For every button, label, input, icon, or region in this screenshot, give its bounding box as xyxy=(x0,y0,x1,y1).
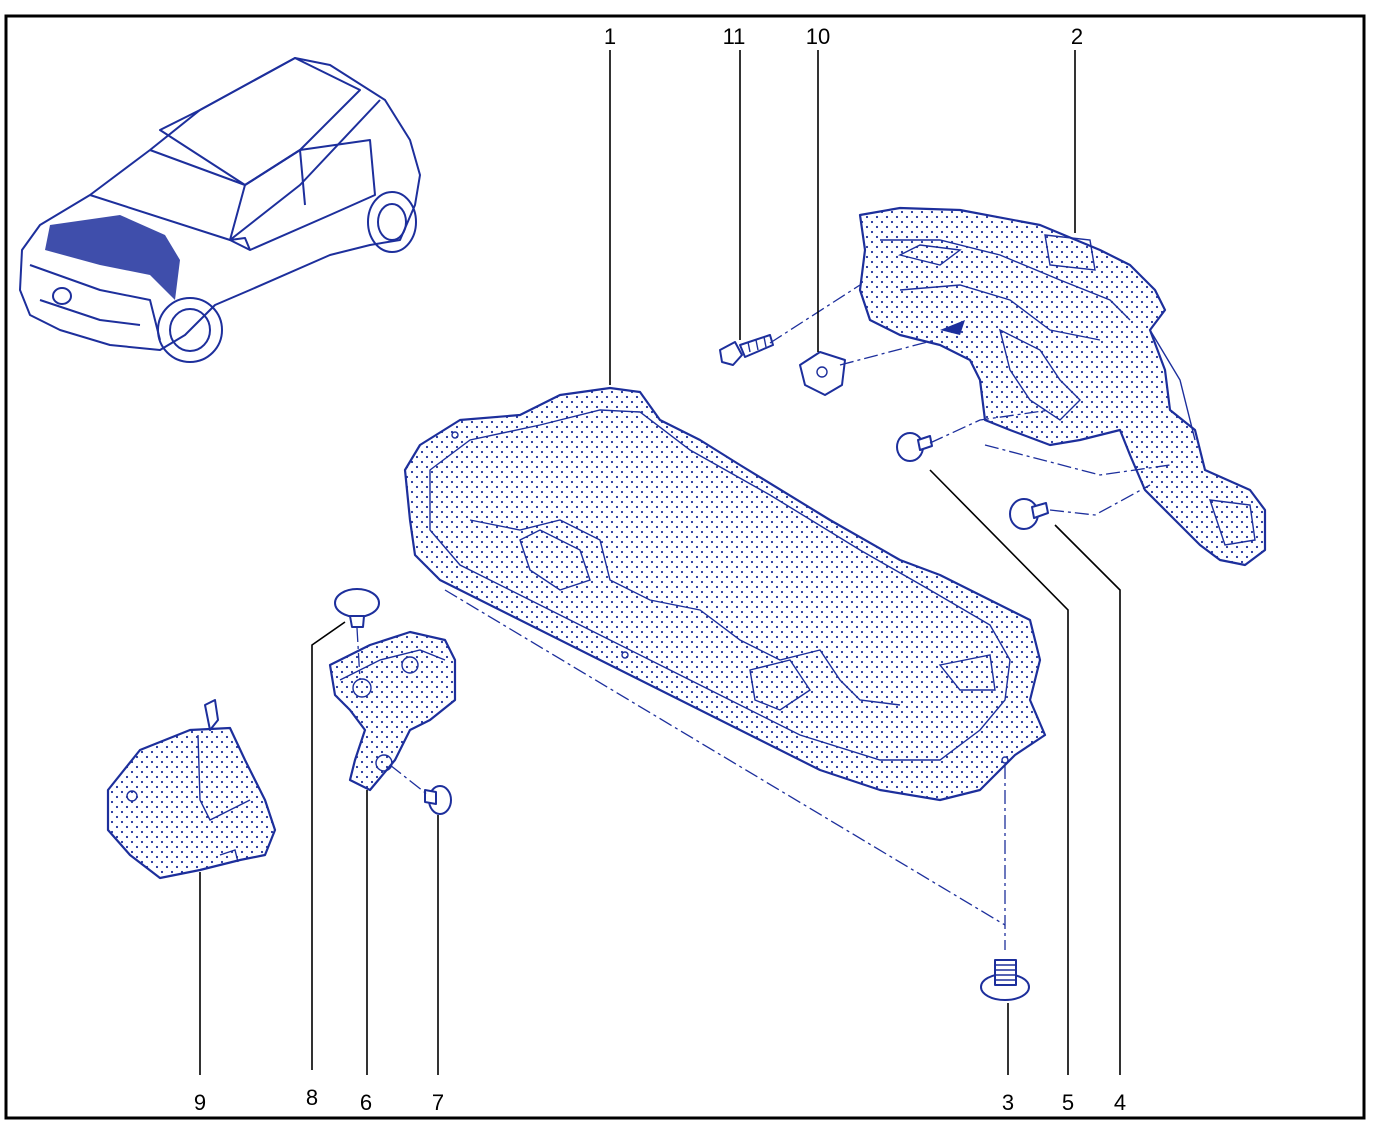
leader-lines xyxy=(199,50,1121,1075)
part-1-underbody-shield xyxy=(403,386,1047,802)
callout-5: 5 xyxy=(1062,1090,1074,1115)
callout-11: 11 xyxy=(723,24,746,49)
diagram-border xyxy=(4,14,1366,1120)
part-7-clip xyxy=(424,785,452,815)
callout-2: 2 xyxy=(1071,24,1083,49)
vehicle-location-illustration xyxy=(19,57,421,363)
callout-7: 7 xyxy=(432,1090,444,1115)
callout-1: 1 xyxy=(604,24,616,49)
callout-8: 8 xyxy=(306,1085,318,1110)
part-11-bolt xyxy=(719,334,774,366)
callout-10: 10 xyxy=(806,24,830,49)
part-10-clip-nut xyxy=(799,351,846,396)
callout-3: 3 xyxy=(1002,1090,1014,1115)
part-8-clip xyxy=(334,588,380,628)
part-3-screw xyxy=(980,959,1030,1001)
callout-6: 6 xyxy=(360,1090,372,1115)
callout-4: 4 xyxy=(1114,1090,1126,1115)
callout-9: 9 xyxy=(194,1090,206,1115)
highlighted-area xyxy=(45,215,180,300)
part-5-clip xyxy=(896,432,933,462)
part-2-side-shield xyxy=(858,206,1267,567)
part-4-clip xyxy=(1009,498,1049,530)
part-6-bracket xyxy=(328,630,457,792)
assembly-lines xyxy=(356,284,1171,950)
part-9-shield xyxy=(106,699,277,880)
